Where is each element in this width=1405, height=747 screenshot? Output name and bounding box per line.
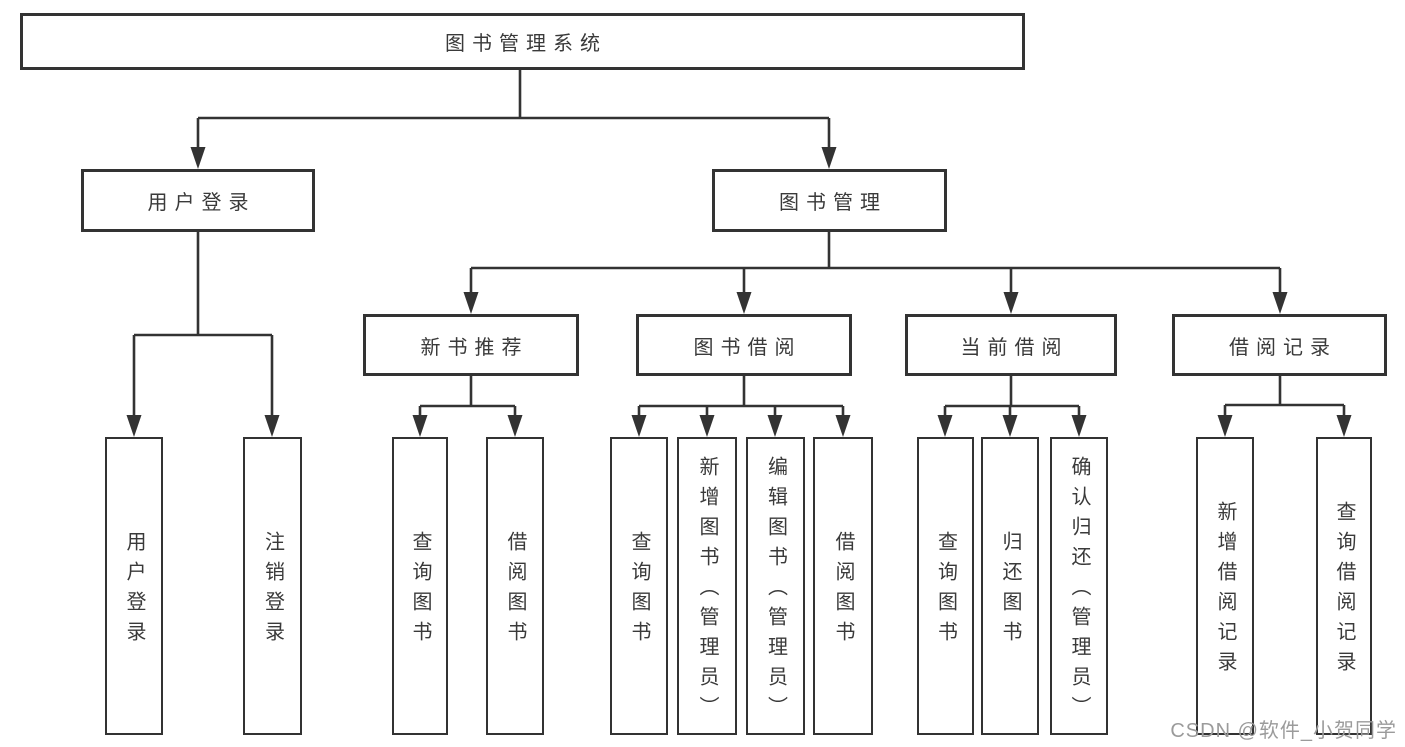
node-label: 确认归还（管理员） [1068,456,1090,726]
node-library-system: 图书管理系统 [20,13,1025,70]
arrowhead-icon [412,415,428,437]
arrowhead-icon [1272,292,1288,314]
arrowhead-icon [190,147,206,169]
arrowhead-icon [507,415,523,437]
node-book-borrow: 图书借阅 [636,314,852,376]
arrowhead-icon [1336,415,1352,437]
node-current-borrow: 当前借阅 [905,314,1117,376]
node-label: 归还图书 [999,531,1021,651]
arrowhead-icon [736,292,752,314]
node-label: 借阅记录 [1229,336,1337,359]
arrowhead-icon [264,415,280,437]
leaf-borrow-book: 借阅图书 [813,437,873,735]
arrowhead-icon [937,415,953,437]
node-new-book-recommend: 新书推荐 [363,314,579,376]
node-label: 图书管理系统 [445,33,607,55]
leaf-query-books-current: 查询图书 [917,437,974,735]
node-label: 用户登录 [123,531,145,651]
leaf-query-borrow-record: 查询借阅记录 [1316,437,1372,735]
arrowhead-icon [1003,292,1019,314]
node-label: 查询图书 [934,531,957,651]
node-label: 用户登录 [147,192,256,214]
arrowhead-icon [835,415,851,437]
node-label: 注销登录 [261,531,284,651]
arrowhead-icon [767,415,783,437]
node-label: 编辑图书（管理员） [764,456,787,726]
node-label: 借阅图书 [504,531,526,651]
leaf-edit-book-admin: 编辑图书（管理员） [746,437,805,735]
leaf-add-book-admin: 新增图书（管理员） [677,437,737,735]
leaf-query-books-borrow: 查询图书 [610,437,668,735]
arrowhead-icon [699,415,715,437]
arrowhead-icon [1217,415,1233,437]
arrowhead-icon [821,147,837,169]
arrowhead-icon [1002,415,1018,437]
leaf-borrow-book-recommend: 借阅图书 [486,437,544,735]
node-label: 查询图书 [628,531,650,651]
arrowhead-icon [126,415,142,437]
node-borrow-records: 借阅记录 [1172,314,1387,376]
leaf-add-borrow-record: 新增借阅记录 [1196,437,1254,735]
arrowhead-icon [463,292,479,314]
node-label: 图书管理 [779,192,887,214]
leaf-confirm-return-admin: 确认归还（管理员） [1050,437,1108,735]
node-label: 新增图书（管理员） [696,456,718,726]
arrowhead-icon [631,415,647,437]
leaf-return-book: 归还图书 [981,437,1039,735]
node-label: 新增借阅记录 [1214,501,1236,681]
node-label: 新书推荐 [420,336,529,359]
node-label: 当前借阅 [960,336,1069,359]
leaf-query-books-recommend: 查询图书 [392,437,448,735]
node-book-management: 图书管理 [712,169,947,232]
leaf-logout: 注销登录 [243,437,302,735]
node-label: 借阅图书 [832,531,854,651]
node-label: 查询图书 [409,531,431,651]
node-label: 图书借阅 [693,336,802,359]
arrowhead-icon [1071,415,1087,437]
leaf-user-login: 用户登录 [105,437,163,735]
node-user-login: 用户登录 [81,169,315,232]
watermark: CSDN @软件_小贺同学 [1170,720,1397,742]
node-label: 查询借阅记录 [1333,501,1355,681]
